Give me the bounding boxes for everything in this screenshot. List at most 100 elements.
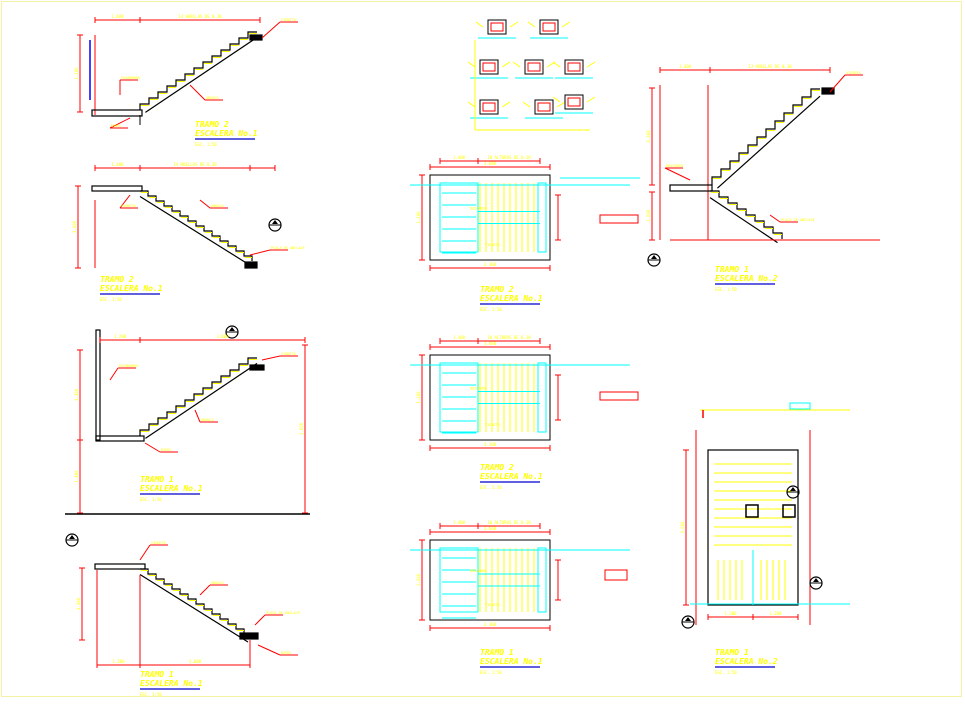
- detail-plate: [527, 62, 541, 72]
- dimension-label: 1.400: [453, 335, 466, 340]
- plan-note: VIGUETA: [485, 243, 501, 247]
- landing-beam: [821, 87, 835, 95]
- plan-note: VIGUETA: [485, 423, 501, 427]
- detail-leader: [552, 96, 561, 103]
- drawing-title: TRAMO 1: [715, 648, 749, 657]
- stair-stringer: [709, 197, 778, 244]
- dimension-label: 1.400: [111, 162, 124, 167]
- detail-leader: [556, 101, 566, 108]
- dimension-label: 1.400: [679, 64, 692, 69]
- dimension-label: 3.600: [299, 422, 304, 435]
- detail-leader: [467, 101, 476, 108]
- dimension-label: 1.200: [416, 391, 421, 404]
- drawing-scale: ESC. 1:50: [715, 287, 737, 292]
- stair-stringer: [139, 573, 249, 643]
- detail-plate: [482, 102, 496, 112]
- leader-note: PLACA DE ANCLAJE: [781, 218, 815, 222]
- detail-plate: [567, 97, 581, 107]
- leader-note: ANGULO: [211, 204, 224, 208]
- dimension-label: 3.600: [484, 161, 497, 166]
- leader-note: NIVEL: [161, 448, 172, 452]
- dimension-label: 3.300: [646, 130, 651, 143]
- dimension-label: 14 HUELLAS DE 0.30: [178, 14, 222, 19]
- dimension-label: 10 ALTURAS DE 0.18: [487, 335, 531, 340]
- leader-note: PASAMANOS: [121, 76, 140, 80]
- leader-note: VIGUETA: [281, 18, 297, 22]
- drawing-scale: ESC. 1:50: [140, 497, 162, 502]
- leader-line: [769, 214, 781, 223]
- column-outline: [95, 329, 101, 441]
- plan-note: DESCANSO: [470, 569, 487, 573]
- section-arrow-icon: [69, 535, 75, 539]
- drawing-subtitle: ESCALERA No.1: [100, 284, 163, 293]
- detail-leader: [475, 21, 484, 28]
- stair-1: [139, 31, 257, 110]
- detail-outline: [479, 59, 499, 75]
- leader-note: VIGUETA: [151, 541, 167, 545]
- detail-plate: [542, 22, 556, 32]
- leader-note: DESCANSO: [666, 164, 683, 168]
- drawing-subtitle: ESCALERA No.1: [195, 129, 258, 138]
- dimension-label: 1.200: [112, 659, 125, 664]
- detail-leader: [586, 61, 596, 68]
- leader-note: VIGUETA: [281, 352, 297, 356]
- plan-note: DESCANSO: [470, 207, 487, 211]
- section-arrow-icon: [813, 578, 819, 582]
- leader-line: [144, 442, 161, 453]
- detail-outline: [524, 59, 544, 75]
- leader-line: [119, 194, 131, 209]
- section-arrow-icon: [651, 255, 657, 259]
- tag-box: [599, 391, 639, 401]
- drawing-scale: ESC. 1:50: [100, 297, 122, 302]
- dimension-label: 1.400: [74, 470, 79, 483]
- leader-line: [249, 249, 271, 256]
- stair-3: [139, 357, 257, 436]
- column-outline: [745, 504, 759, 518]
- landing-outline: [439, 547, 479, 613]
- detail-outline: [487, 19, 507, 35]
- dimension-label: 3.300: [484, 622, 497, 627]
- leader-note: NIVEL: [111, 124, 122, 128]
- landing-beam: [239, 632, 259, 640]
- leader-note: PASAMANOS: [119, 364, 138, 368]
- drawing-subtitle: ESCALERA No.1: [480, 472, 543, 481]
- stair-plan-tramo1: [429, 539, 551, 621]
- stair-stringer: [139, 195, 249, 265]
- leader-line: [257, 644, 281, 656]
- cad-rect: [94, 563, 146, 570]
- section-arrow-icon: [229, 327, 235, 331]
- drawing-scale: ESC. 1:50: [480, 670, 502, 675]
- leader-line: [139, 544, 151, 561]
- dimension-label: 1.200: [724, 611, 737, 616]
- stair-stringer: [716, 95, 821, 189]
- dimension-label: 10 ALTURAS DE 0.18: [487, 520, 531, 525]
- landing-beam: [249, 34, 263, 41]
- detail-outline: [564, 59, 584, 75]
- leader-note: PLACA DE ANCLAJE: [271, 246, 305, 250]
- plan-note: VIGUETA: [485, 603, 501, 607]
- leader-line: [261, 355, 281, 361]
- leader-note: NIVEL: [281, 651, 292, 655]
- drawing-title: TRAMO 2: [100, 275, 134, 284]
- detail-outline: [564, 94, 584, 110]
- dimension-label: 13 HUELLAS DE 0.30: [748, 64, 792, 69]
- leader-line: [261, 21, 281, 39]
- landing-outline: [439, 182, 479, 253]
- detail-plate: [490, 22, 504, 32]
- detail-leader: [512, 61, 521, 68]
- stair-stringer: [145, 362, 258, 439]
- stair-plan-tramo2-b: [429, 354, 551, 441]
- cad-rect: [91, 109, 143, 117]
- dimension-label: 1.400: [111, 14, 124, 19]
- plan-note: DESCANSO: [470, 387, 487, 391]
- drawing-scale: ESC. 1:50: [715, 670, 737, 675]
- drawing-title: TRAMO 2: [480, 463, 514, 472]
- dimension-label: 1.200: [74, 67, 79, 80]
- dimension-label: 14 HUELLAS DE 0.30: [173, 162, 217, 167]
- leader-note: ANGULO: [206, 96, 219, 100]
- drawing-title: TRAMO 1: [480, 648, 514, 657]
- dimension-label: 3.600: [680, 521, 685, 534]
- stair-stringer: [145, 36, 258, 113]
